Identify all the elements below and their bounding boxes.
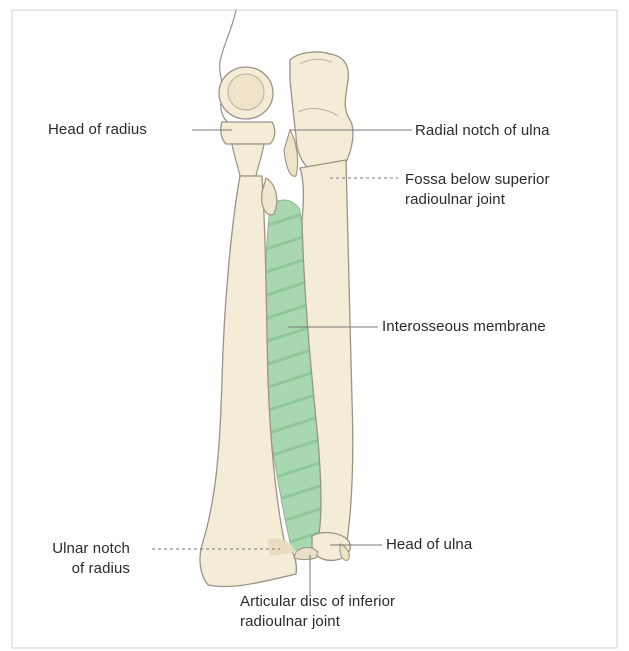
label-head-of-radius-text: Head of radius [48, 121, 147, 138]
label-interosseous-membrane: Interosseous membrane [382, 317, 546, 337]
label-articular-disc-line1: Articular disc of inferior [240, 592, 395, 612]
label-head-of-ulna: Head of ulna [386, 535, 472, 555]
label-fossa-line2: radioulnar joint [405, 190, 550, 210]
label-radial-notch-text: Radial notch of ulna [415, 122, 550, 139]
label-articular-disc-line2: radioulnar joint [240, 612, 395, 632]
label-interosseous-text: Interosseous membrane [382, 318, 546, 335]
label-ulnar-notch-line2: of radius [52, 559, 130, 579]
label-ulnar-notch-of-radius: Ulnar notch of radius [52, 539, 130, 579]
radial-tuberosity [262, 178, 277, 215]
label-head-of-radius: Head of radius [48, 120, 147, 140]
label-radial-notch-of-ulna: Radial notch of ulna [415, 121, 550, 141]
label-fossa-below-superior-radioulnar-joint: Fossa below superior radioulnar joint [405, 170, 550, 210]
label-ulnar-notch-line1: Ulnar notch [52, 539, 130, 559]
radius-head [221, 122, 275, 144]
label-fossa-line1: Fossa below superior [405, 170, 550, 190]
label-articular-disc-inferior-radioulnar-joint: Articular disc of inferior radioulnar jo… [240, 592, 395, 632]
label-head-of-ulna-text: Head of ulna [386, 536, 472, 553]
